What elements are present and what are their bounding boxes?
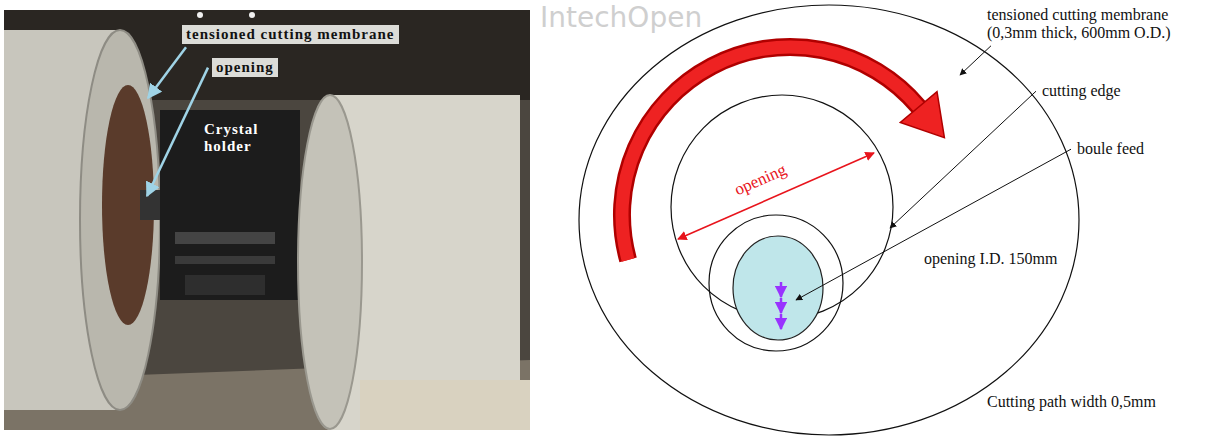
leader-line bbox=[148, 47, 186, 98]
part-label: boule feed bbox=[1075, 140, 1146, 158]
cutting-edge-circle bbox=[671, 95, 893, 319]
part-label: tensioned cutting membrane (0,3mm thick,… bbox=[985, 6, 1201, 43]
dimension-label: opening bbox=[731, 160, 789, 199]
rotation-arrow bbox=[622, 47, 919, 260]
machine-photo bbox=[4, 10, 530, 430]
crystal-holder bbox=[160, 110, 300, 300]
cutting-path-circle bbox=[709, 215, 843, 351]
dimension-label: opening I.D. 150mm bbox=[922, 250, 1059, 268]
holder-base bbox=[185, 275, 265, 295]
part-label: boule feed bbox=[1077, 140, 1144, 157]
lamp bbox=[197, 12, 203, 18]
watermark: IntechOpen bbox=[540, 2, 702, 34]
feed-arrow bbox=[780, 298, 783, 313]
part-label: tensioned cutting membrane (0,3mm thick,… bbox=[987, 6, 1171, 41]
membrane-outline bbox=[579, 5, 1079, 435]
dimension-label: opening bbox=[729, 159, 791, 201]
leader-line bbox=[960, 46, 991, 75]
holder-rail bbox=[175, 232, 275, 244]
housing-face bbox=[298, 95, 362, 429]
dimension-label: Cutting path width 0,5mm bbox=[987, 393, 1156, 410]
rotation-arrow bbox=[622, 47, 919, 260]
dimension-label: Cutting path width 0,5mm bbox=[985, 393, 1158, 411]
dimension-label: opening I.D. 150mm bbox=[924, 250, 1057, 267]
lamp bbox=[249, 12, 255, 18]
leader-lines bbox=[147, 46, 1071, 300]
rotation-arrowhead bbox=[900, 92, 944, 138]
drive-housing bbox=[298, 95, 520, 430]
part-label: opening bbox=[216, 59, 274, 75]
part-label: opening bbox=[212, 58, 278, 77]
boule bbox=[733, 236, 823, 340]
part-label: cutting edge bbox=[1040, 82, 1123, 100]
saw-schematic bbox=[579, 5, 1079, 435]
leader-line bbox=[890, 91, 1036, 228]
watermark: IntechOpen bbox=[540, 1, 702, 34]
part-label: tensioned cutting membrane bbox=[182, 25, 399, 44]
part-label: Crystal holder bbox=[200, 120, 298, 157]
photo-background bbox=[4, 10, 530, 430]
dimension-arrow bbox=[678, 153, 874, 239]
holder-rail bbox=[175, 256, 275, 264]
saw-drum bbox=[4, 30, 160, 410]
feed-arrow bbox=[780, 314, 783, 329]
leader-line bbox=[796, 149, 1071, 300]
floor-panel bbox=[360, 380, 530, 430]
part-label: tensioned cutting membrane bbox=[186, 26, 395, 42]
leader-line bbox=[147, 68, 208, 196]
part-label: cutting edge bbox=[1042, 82, 1121, 99]
part-label: Crystal holder bbox=[204, 121, 259, 154]
feed-arrow bbox=[780, 282, 783, 297]
